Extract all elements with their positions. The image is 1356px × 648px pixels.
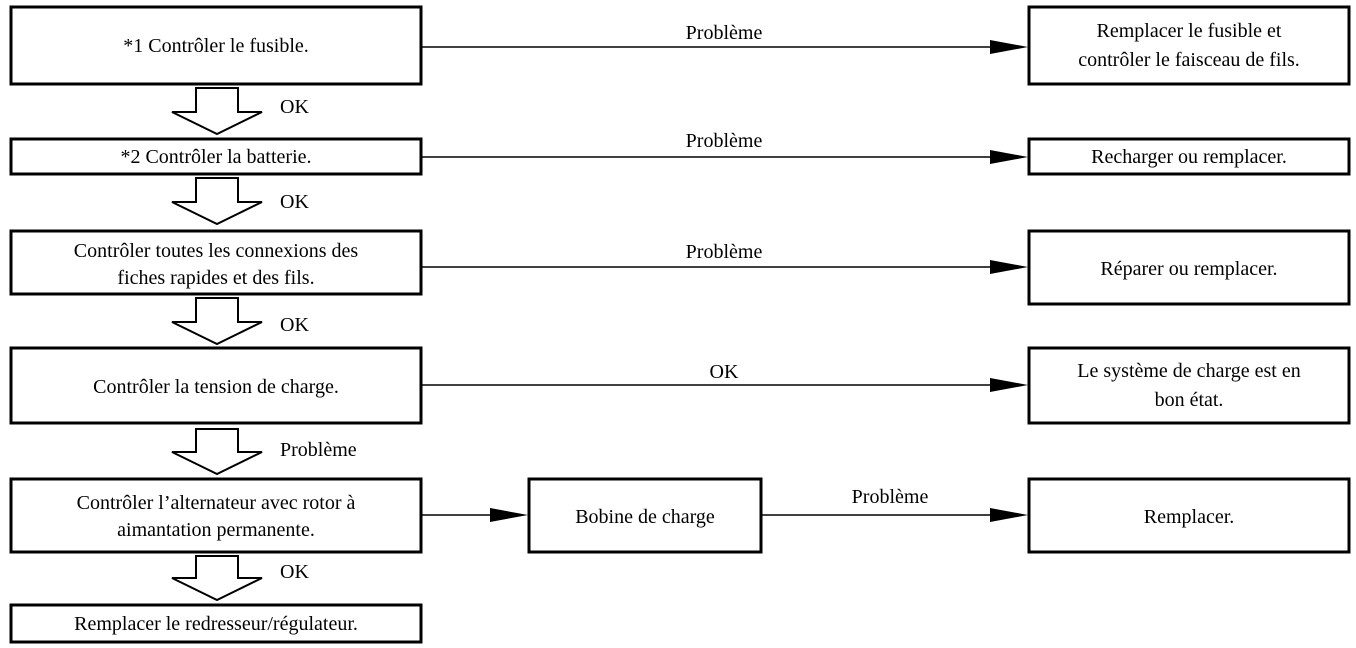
result-text-fusible-line-1: Remplacer le fusible et bbox=[1097, 20, 1282, 42]
step-box-alternateur bbox=[9, 477, 423, 554]
down-arrow-3 bbox=[171, 297, 263, 346]
step-text-connexions-line-2: fiches rapides et des fils. bbox=[117, 267, 314, 289]
result-text-tension-line-1: Le système de charge est en bbox=[1077, 360, 1300, 382]
branch-label-4: OK bbox=[710, 361, 739, 383]
result-text-connexions-line-1: Réparer ou remplacer. bbox=[1100, 258, 1277, 280]
result-text-tension-line-2: bon état. bbox=[1155, 389, 1224, 411]
down-label-3: OK bbox=[280, 314, 309, 336]
down-arrow-5 bbox=[171, 555, 263, 602]
down-label-1: OK bbox=[280, 96, 309, 118]
step-text-alternateur-line-2: aimantation permanente. bbox=[117, 519, 315, 541]
step-box-connexions bbox=[9, 229, 423, 296]
result-text-fusible-line-2: contrôler le faisceau de fils. bbox=[1078, 49, 1300, 71]
down-label-2: OK bbox=[280, 191, 309, 213]
result-box-remplacer bbox=[1027, 477, 1351, 554]
result-box-fusible bbox=[1027, 5, 1351, 86]
step-box-batterie bbox=[9, 137, 423, 176]
down-label-5: OK bbox=[280, 561, 309, 583]
step-text-fusible-line-1: *1 Contrôler le fusible. bbox=[123, 35, 309, 57]
branch-arrowhead-1 bbox=[990, 40, 1028, 54]
branch-arrowhead-5a bbox=[490, 508, 528, 522]
branch-arrowhead-2 bbox=[990, 150, 1028, 164]
down-arrow-1 bbox=[171, 87, 263, 136]
result-box-connexions bbox=[1027, 229, 1351, 306]
branch-arrowhead-4 bbox=[990, 378, 1028, 392]
step-text-redresseur-line-1: Remplacer le redresseur/régulateur. bbox=[74, 613, 358, 635]
branch-arrowhead-5b bbox=[990, 508, 1028, 522]
step-text-alternateur-line-1: Contrôler l’alternateur avec rotor à bbox=[77, 492, 356, 514]
down-label-4: Problème bbox=[280, 439, 357, 461]
result-box-tension bbox=[1027, 346, 1351, 425]
result-box-batterie bbox=[1027, 137, 1351, 176]
middle-box-text: Bobine de charge bbox=[575, 506, 715, 528]
down-arrow-2 bbox=[171, 177, 263, 226]
branch-arrowhead-3 bbox=[990, 260, 1028, 274]
step-box-redresseur bbox=[9, 603, 423, 644]
branch-label-3: Problème bbox=[686, 241, 763, 263]
result-text-remplacer-line-1: Remplacer. bbox=[1144, 506, 1235, 528]
down-arrow-4 bbox=[171, 428, 263, 476]
step-text-tension-line-1: Contrôler la tension de charge. bbox=[93, 376, 339, 398]
branch-label-1: Problème bbox=[686, 22, 763, 44]
step-box-fusible bbox=[9, 5, 423, 86]
result-text-batterie-line-1: Recharger ou remplacer. bbox=[1091, 146, 1287, 168]
branch-label-2: Problème bbox=[686, 130, 763, 152]
step-text-batterie-line-1: *2 Contrôler la batterie. bbox=[120, 146, 311, 168]
step-text-connexions-line-1: Contrôler toutes les connexions des bbox=[74, 240, 359, 262]
branch-label-5: Problème bbox=[852, 486, 929, 508]
